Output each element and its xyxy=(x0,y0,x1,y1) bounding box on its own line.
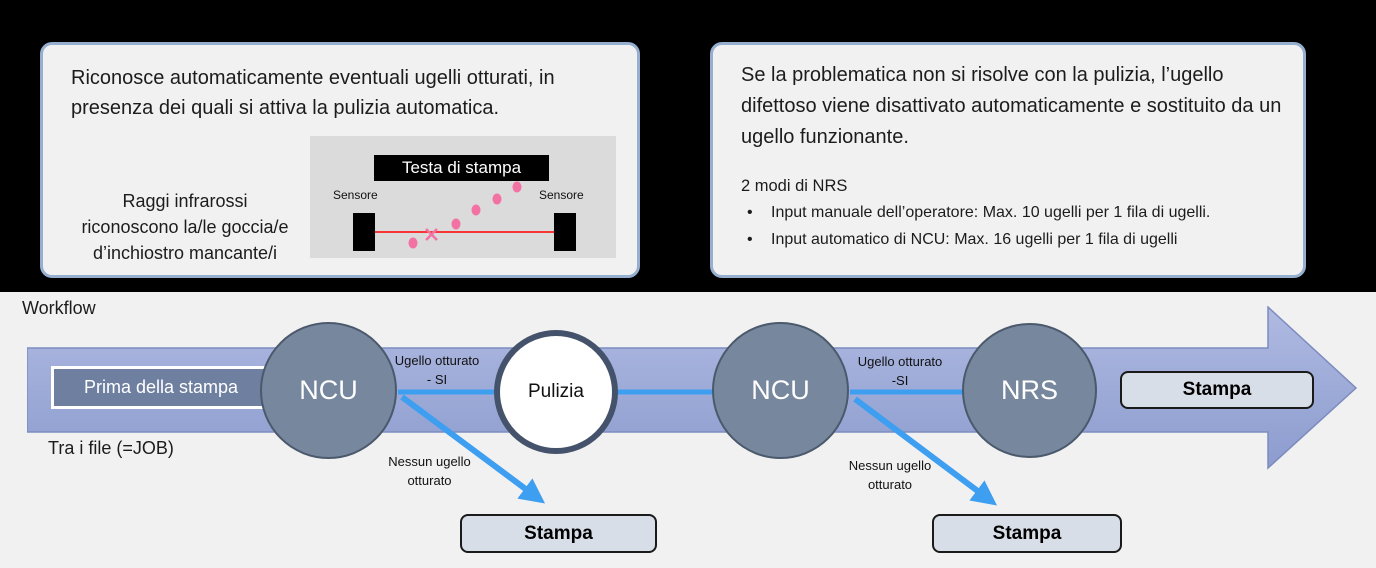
printhead-diagram: Testa di stampa Sensore Sensore xyxy=(310,136,616,258)
label-no-clog-1: Nessun ugello otturato xyxy=(372,452,487,490)
label-line: - SI xyxy=(426,372,448,387)
list-item: Input automatico di NCU: Max. 16 ugelli … xyxy=(741,226,1291,253)
ink-drop-icon xyxy=(408,237,418,249)
workflow-arrow xyxy=(27,306,1358,506)
missing-drop-x-icon xyxy=(425,228,438,241)
arrow-ncu1-stampa-icon xyxy=(400,394,546,504)
label-line: Ugello otturato xyxy=(857,354,943,369)
ink-drop-icon xyxy=(471,204,481,216)
label-line: Nessun ugello xyxy=(388,454,471,469)
node-nrs: NRS xyxy=(962,323,1097,458)
label-no-clog-2: Nessun ugello otturato xyxy=(835,456,945,494)
panel-ncu: Riconosce automaticamente eventuali ugel… xyxy=(40,42,640,278)
panel-nrs: Se la problematica non si risolve con la… xyxy=(710,42,1306,278)
infrared-description: Raggi infrarossi riconoscono la/le gocci… xyxy=(60,188,310,266)
node-ncu-2: NCU xyxy=(712,322,849,459)
label-line: Nessun ugello xyxy=(848,458,932,473)
infrared-line-1: Raggi infrarossi xyxy=(122,191,248,211)
ncu-description: Riconosce automaticamente eventuali ugel… xyxy=(71,67,555,119)
label-line: Ugello otturato xyxy=(394,353,480,368)
label-clogged-yes-1: Ugello otturato - SI xyxy=(381,351,493,389)
ink-drop-icon xyxy=(512,181,522,193)
sensor-left-label: Sensore xyxy=(333,188,378,202)
node-pulizia: Pulizia xyxy=(494,330,618,454)
stampa-box-1: Stampa xyxy=(460,514,657,553)
label-line: otturato xyxy=(407,473,452,488)
arrow-ncu2-stampa-icon xyxy=(853,396,998,506)
ink-drops-graphic xyxy=(375,181,554,249)
start-box: Prima della stampa xyxy=(51,366,271,409)
workflow-title: Workflow xyxy=(22,298,96,318)
printhead-label: Testa di stampa xyxy=(374,155,549,181)
infrared-line-3: d’inchiostro mancante/i xyxy=(92,243,278,263)
stampa-box-2: Stampa xyxy=(932,514,1122,553)
label-line: -SI xyxy=(891,373,909,388)
sensor-right-block xyxy=(554,213,576,251)
label-clogged-yes-2: Ugello otturato -SI xyxy=(846,352,954,390)
nrs-modes-list: Input manuale dell’operatore: Max. 10 ug… xyxy=(741,199,1291,253)
ink-drop-icon xyxy=(451,218,461,230)
sensor-left-block xyxy=(353,213,375,251)
sensor-right-label: Sensore xyxy=(539,188,584,202)
stampa-box-band: Stampa xyxy=(1120,371,1314,409)
node-ncu-1: NCU xyxy=(260,322,397,459)
ink-drop-icon xyxy=(492,193,502,205)
label-line: otturato xyxy=(867,477,913,492)
nrs-modes-title: 2 modi di NRS xyxy=(741,177,848,195)
workflow-subtitle: Tra i file (=JOB) xyxy=(48,438,174,458)
infrared-line-2: riconoscono la/le goccia/e xyxy=(81,217,289,237)
list-item: Input manuale dell’operatore: Max. 10 ug… xyxy=(741,199,1291,226)
nrs-description: Se la problematica non si risolve con la… xyxy=(741,64,1282,148)
